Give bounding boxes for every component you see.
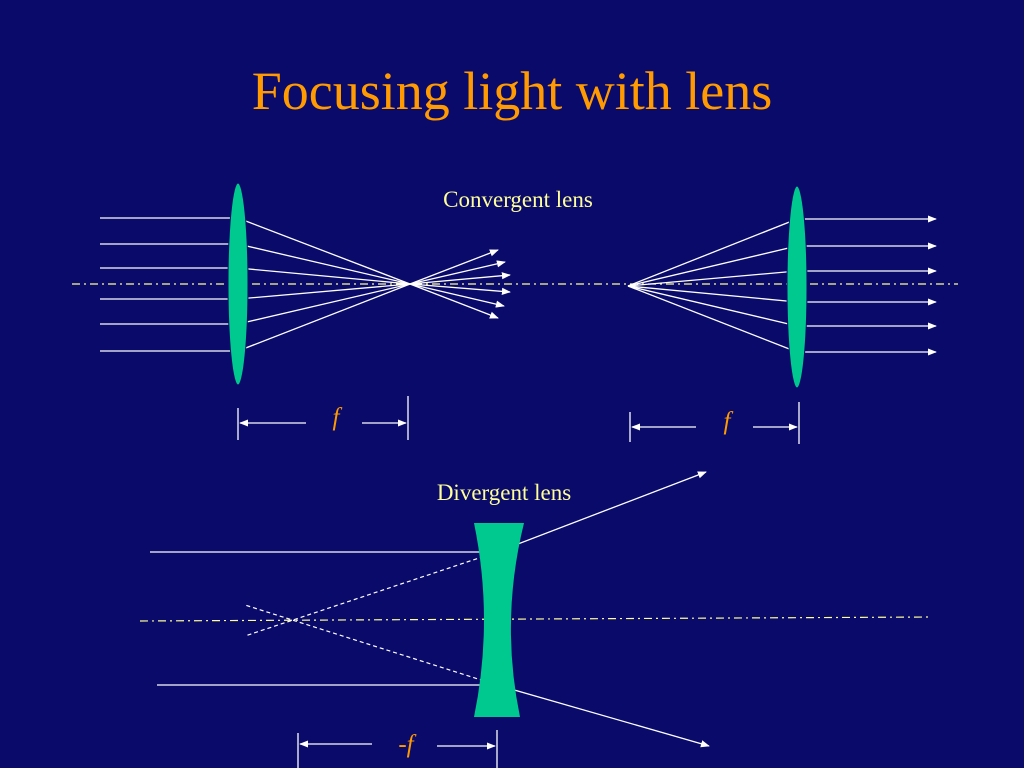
convergent-lens-label: Convergent lens [443,187,593,212]
divergent-lens-label: Divergent lens [437,480,571,505]
optical-axis-bottom [139,616,933,622]
focal-length-marker-right [629,402,800,444]
focal-length-label-left: f [333,404,343,431]
rays-from-focal-point [627,218,798,353]
focal-length-label-negative: -f [398,731,416,758]
converging-rays [237,217,411,352]
virtual-rays [244,551,498,686]
convergent-lens-right [786,185,808,389]
focal-length-marker-left [237,396,409,440]
convergent-lens-left [227,182,249,386]
slide-title: Focusing light with lens [251,61,773,121]
rays-after-focus [409,249,511,319]
outgoing-parallel-rays [797,215,937,356]
focal-length-marker-bottom [297,730,498,768]
divergent-outgoing-rays [496,471,710,748]
incoming-parallel-rays [100,217,238,352]
focal-length-label-right: f [724,408,734,435]
divergent-lens [474,523,524,717]
divergent-incoming-rays [150,551,497,686]
